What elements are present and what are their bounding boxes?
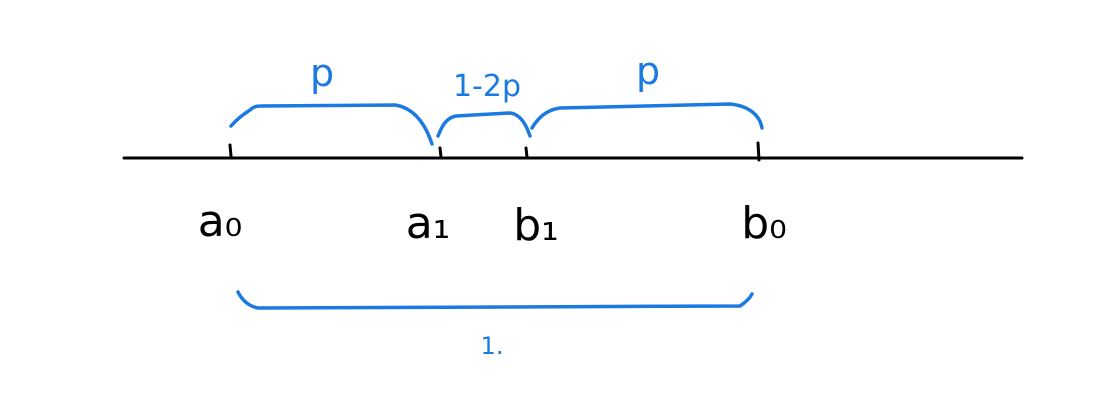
label-middle-brace: 1-2p xyxy=(453,69,521,104)
label-a0: a₀ xyxy=(198,196,243,247)
tick-marks xyxy=(228,141,761,162)
label-a1: a₁ xyxy=(406,198,451,249)
tick-b1 xyxy=(524,146,529,159)
label-right-brace: p xyxy=(636,49,660,93)
brace-middle xyxy=(436,111,532,138)
label-b0: b₀ xyxy=(741,198,787,249)
brace-bottom xyxy=(236,290,754,310)
brace-right xyxy=(530,102,764,130)
brace-left xyxy=(229,103,434,146)
tick-a0 xyxy=(228,143,233,158)
label-b1: b₁ xyxy=(513,200,559,251)
label-bottom-brace: 1. xyxy=(481,332,504,360)
tick-b0 xyxy=(756,141,761,162)
tick-a1 xyxy=(438,146,443,159)
label-left-brace: p xyxy=(310,51,334,95)
